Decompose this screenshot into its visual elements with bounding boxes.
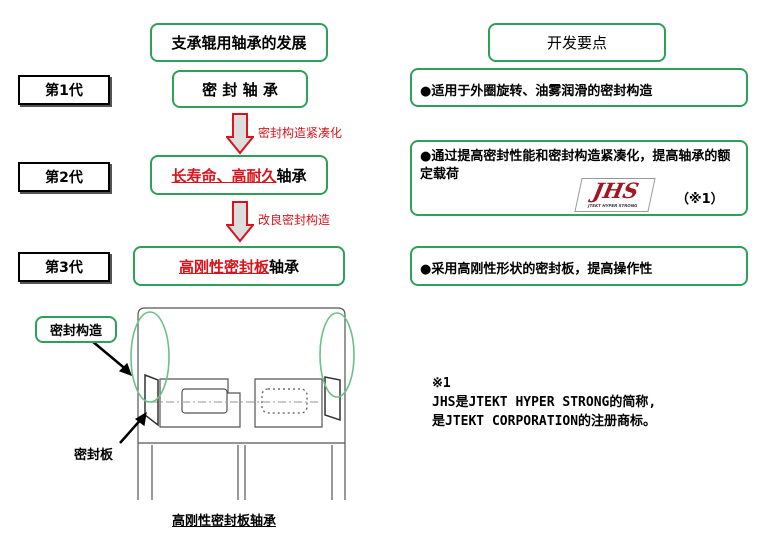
arrow2-label: 改良密封构造 [258, 213, 331, 227]
footnote-line2: 是JTEKT CORPORATION的注册商标。 [432, 414, 657, 429]
point-gen1: ●适用于外圈旋转、油雾润滑的密封构造 [410, 68, 748, 107]
figure-caption: 高刚性密封板轴承 [172, 514, 277, 529]
callout-seal-structure: 密封构造 [35, 316, 117, 343]
jhs-logo: JHS JTEKT HYPER STRONG [574, 178, 656, 212]
point-gen2: ●通过提高密封性能和密封构造紧凑化，提高轴承的额定载荷 JHS JTEKT HY… [410, 140, 748, 216]
down-arrow-icon [226, 113, 254, 155]
footnote-line1: JHS是JTEKT HYPER STRONG的简称, [432, 395, 657, 410]
footnote-mark: ※1 [432, 376, 451, 391]
footnote: ※1 JHS是JTEKT HYPER STRONG的简称, 是JTEKT COR… [432, 374, 656, 431]
point-gen2-text: ●通过提高密封性能和密封构造紧凑化，提高轴承的额定载荷 [420, 149, 731, 182]
callout-seal-plate: 密封板 [74, 448, 114, 463]
gen2-title-highlight: 长寿命、高耐久 [171, 166, 277, 185]
gen2-label: 第2代 [18, 162, 110, 192]
gen1-box: 密 封 轴 承 [172, 70, 308, 108]
gen2-box: 长寿命、高耐久轴承 [150, 155, 328, 195]
gen3-label: 第3代 [18, 252, 110, 282]
gen1-title: 密 封 轴 承 [202, 80, 278, 99]
gen3-title-highlight: 高刚性密封板 [178, 257, 269, 276]
bearing-cross-section-drawing [91, 307, 355, 500]
gen3-box: 高刚性密封板轴承 [133, 246, 345, 286]
point-gen2-ref: （※1） [676, 192, 724, 207]
arrow1-label: 密封构造紧凑化 [258, 126, 343, 140]
down-arrow-icon [226, 201, 254, 243]
point-gen3: ●采用高刚性形状的密封板，提高操作性 [410, 246, 748, 286]
header-development: 支承辊用轴承的发展 [150, 23, 328, 62]
gen3-title: 轴承 [269, 257, 300, 276]
gen1-label: 第1代 [18, 75, 110, 105]
gen2-title: 轴承 [276, 166, 307, 185]
header-key-points: 开发要点 [488, 23, 666, 62]
